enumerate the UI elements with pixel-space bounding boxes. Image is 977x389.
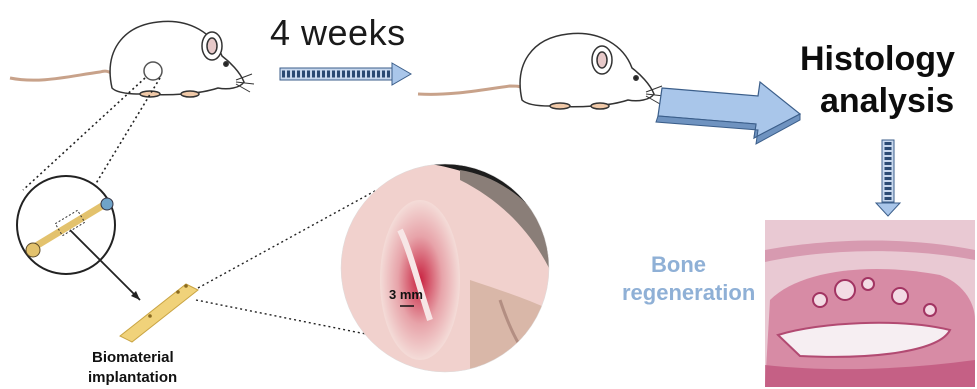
analysis-label-line2: analysis [820, 82, 954, 121]
result-label-line2: regeneration [622, 280, 755, 306]
histology-image [765, 220, 975, 387]
down-arrow-icon [876, 140, 900, 216]
procedure-label-line2: implantation [88, 369, 177, 386]
result-label-line1: Bone [651, 252, 706, 278]
analysis-label-line1: Histology [800, 40, 955, 79]
surgery-photo [340, 164, 550, 374]
mouse-before-icon [10, 21, 254, 97]
duration-label: 4 weeks [270, 12, 406, 54]
mouse-after-icon [418, 33, 664, 109]
scale-bar-label: 3 mm [389, 287, 423, 302]
procedure-label-line1: Biomaterial [92, 349, 174, 366]
analysis-arrow-icon [656, 82, 800, 144]
time-arrow-icon [280, 63, 411, 85]
